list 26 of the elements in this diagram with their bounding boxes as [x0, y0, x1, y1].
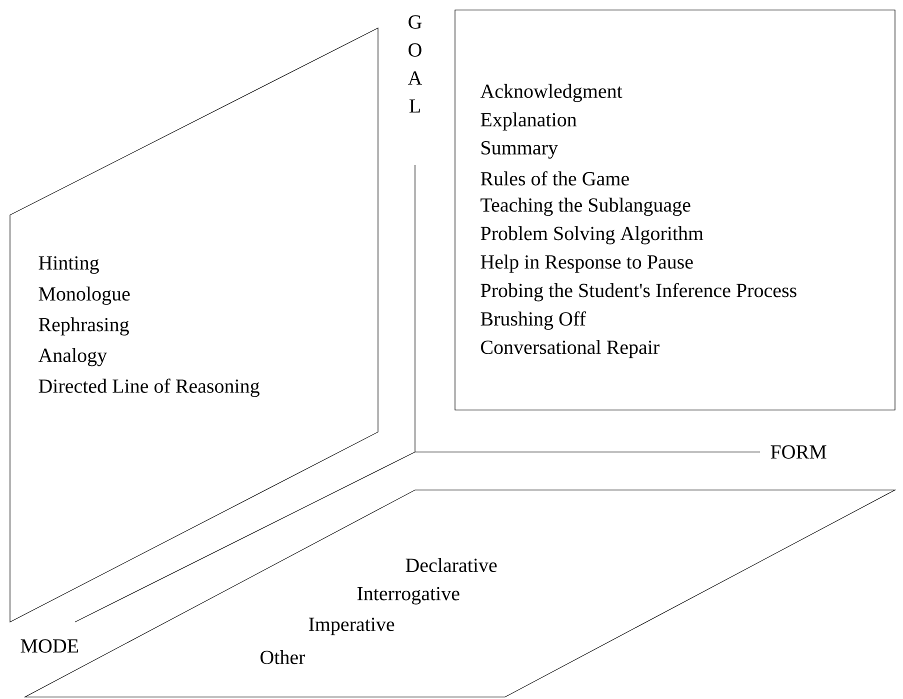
list-item: Monologue [38, 286, 130, 305]
list-item: Declarative [406, 558, 497, 572]
list-item: Conversational Repair [481, 340, 660, 358]
list-item: Hinting [38, 256, 99, 274]
list-item: Directed Line of Reasoning [38, 378, 260, 397]
axis-label: G [408, 15, 422, 29]
list-item: Interrogative [357, 586, 460, 604]
axis-label: MODE [20, 639, 78, 653]
list-item: Analogy [38, 348, 108, 366]
axis-label: A [408, 71, 422, 85]
panel [454, 10, 896, 410]
axis-label: L [409, 99, 420, 113]
list-item: Rephrasing [38, 317, 129, 336]
list-item: Help in Response to Pause [480, 254, 693, 273]
list-item: Acknowledgment [480, 84, 622, 102]
list-item: Imperative [308, 618, 394, 636]
axis-label: O [408, 43, 422, 57]
list-item: Explanation [480, 112, 577, 130]
axis-label: FORM [770, 445, 826, 459]
list-item: Other [260, 650, 306, 664]
list-item: Brushing Off [480, 311, 586, 330]
list-item: Summary [482, 141, 558, 159]
list-item: Rules of the Game [480, 171, 629, 186]
list-item: Problem Solving Algorithm [480, 226, 704, 244]
list-item: Probing the Student's Inference Process [480, 282, 796, 302]
list-item: Teaching the Sublanguage [480, 198, 690, 216]
